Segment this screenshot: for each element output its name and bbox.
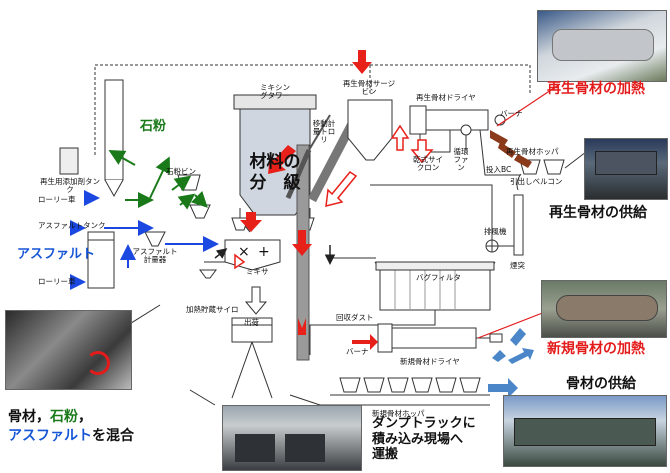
label-exhaust-fan: 排風機 [484, 227, 507, 236]
label-burner-bottom: バーナ [346, 347, 369, 356]
new-dryer-shape [377, 327, 477, 349]
mix-text-2: 石粉 [50, 409, 78, 425]
svg-text:×: × [238, 244, 250, 260]
surge-bin-shape [347, 99, 393, 161]
label-dry-cyclone: 乾式サイクロン [413, 155, 443, 172]
new-dryer-photo [541, 280, 667, 338]
label-additive-tank: 再生用添加剤タンク [40, 177, 100, 194]
dump-line-2: 積み込み現場へ [372, 431, 464, 447]
mix-text-1: 骨材， [8, 409, 50, 425]
label-input-bc: 投入BC [486, 165, 512, 174]
mix-text-5: を混合 [92, 427, 134, 444]
recycled-hopper-photo [584, 138, 668, 200]
label-new-hopper: 新規骨材ホッパ [372, 409, 425, 418]
label-lorry-1: ローリー車 [38, 195, 76, 204]
label-asphalt-scale: アスファルト計量器 [132, 247, 178, 264]
label-mixer: ミキサ [246, 267, 269, 276]
heading-recycled-supply: 再生骨材の供給 [549, 205, 647, 221]
label-shipping: 出荷 [244, 318, 259, 327]
dump-line-3: 運搬 [372, 447, 399, 463]
material-sort-line2: 分 級 [249, 173, 301, 194]
material-sort-line1: 材料の [249, 152, 301, 172]
chimney-shape [513, 194, 524, 256]
mix-text-3: ， [78, 409, 92, 425]
heading-dump-truck: ダンプトラックに 積み込み現場へ 運搬 [372, 416, 476, 463]
heading-stone-powder: 石粉 [140, 119, 167, 134]
heading-aggregate-supply: 骨材の供給 [566, 376, 636, 392]
label-new-dryer: 新規骨材ドライヤ [400, 357, 460, 366]
label-recycled-surge: 再生骨材サージビン [342, 79, 396, 96]
label-circ-fan: 循環ファン [453, 147, 469, 172]
label-burner-top: バーナ [500, 109, 523, 118]
label-recycled-dryer: 再生骨材ドライヤ [416, 93, 476, 102]
recycled-dryer-photo [537, 10, 667, 82]
dump-truck-photo [222, 405, 362, 471]
heading-mixing: 骨材，石粉， アスファルトを混合 [8, 408, 134, 446]
label-stone-bin: 石粉ビン [166, 167, 196, 176]
label-lorry-2: ローリー車 [38, 277, 76, 286]
label-recycled-hopper: 再生骨材ホッパ [506, 147, 559, 156]
material-sort-label: 材料の 分 級 [246, 152, 304, 195]
label-chimney: 煙突 [510, 261, 525, 270]
label-pull-belt: 引出しベルコン [510, 177, 563, 186]
bag-filter-shape [379, 269, 491, 311]
label-moving-trolley: 移動計量トロリ [312, 119, 336, 144]
heading-asphalt: アスファルト [17, 247, 96, 262]
asphalt-tank-shape [87, 231, 115, 289]
mixer-shape [224, 239, 281, 271]
mix-text-4: アスファルト [8, 427, 92, 444]
label-asphalt-tank: アスファルトタンク [38, 221, 106, 230]
red-arrow [268, 145, 296, 174]
label-recovered-dust: 回収ダスト [336, 313, 374, 322]
heading-new-heating: 新規骨材の加熱 [547, 341, 645, 357]
heading-recycled-heating: 再生骨材の加熱 [547, 81, 645, 97]
label-heated-silo: 加熱貯蔵サイロ [186, 305, 239, 314]
label-mixing-tower: ミキシングタワー [260, 83, 290, 100]
additive-tank-shape [59, 147, 79, 175]
shipping-silo-shape [231, 317, 273, 343]
stone-silo-shape [104, 79, 124, 181]
new-hopper-photo [503, 395, 667, 467]
label-bag-filter: バグフィルタ [416, 273, 461, 282]
mixer-photo [5, 310, 132, 390]
svg-text:+: + [258, 244, 270, 260]
dump-line-1: ダンプトラックに [372, 416, 476, 431]
